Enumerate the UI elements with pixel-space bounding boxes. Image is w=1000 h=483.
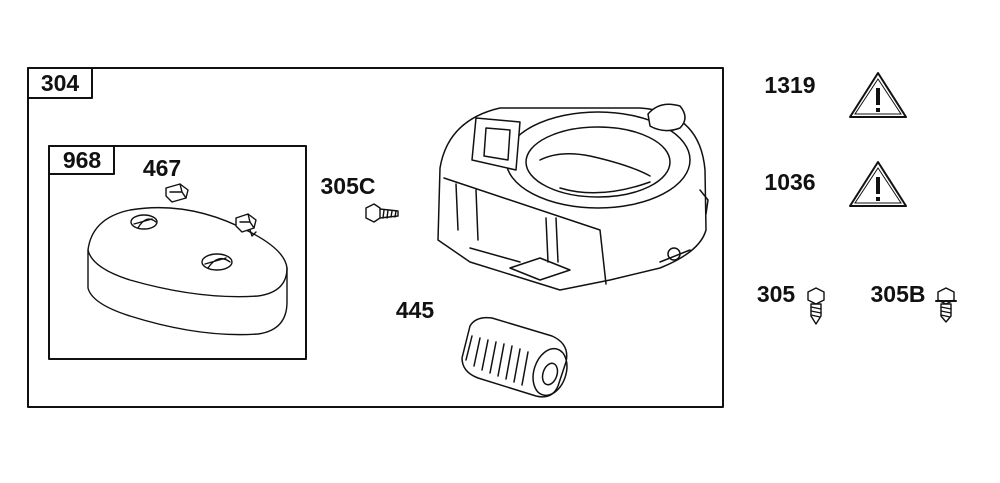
screw-icon: [365, 203, 399, 223]
bolt-icon: [935, 287, 957, 323]
blower-housing-icon: [437, 103, 709, 291]
warning-triangle-icon: [849, 161, 907, 207]
part-1319-label: 1319: [764, 72, 815, 98]
part-1036-label: 1036: [764, 169, 815, 195]
assembly-968-label: 968: [63, 147, 102, 173]
part-305-label: 305: [757, 281, 796, 307]
air-cleaner-cover-icon: [87, 206, 288, 336]
part-445-label: 445: [396, 297, 435, 323]
retainer-clip-icon: [165, 183, 257, 237]
assembly-304-box: 304: [27, 67, 724, 408]
part-467-label: 467: [143, 155, 181, 181]
warning-triangle-icon: [849, 72, 907, 118]
part-305b-label: 305B: [871, 281, 926, 307]
filter-cartridge-icon: [461, 316, 568, 398]
screw-icon: [807, 287, 825, 325]
part-305c-label: 305C: [321, 173, 376, 199]
assembly-968-box: 968: [48, 145, 307, 360]
assembly-304-label: 304: [41, 70, 80, 96]
